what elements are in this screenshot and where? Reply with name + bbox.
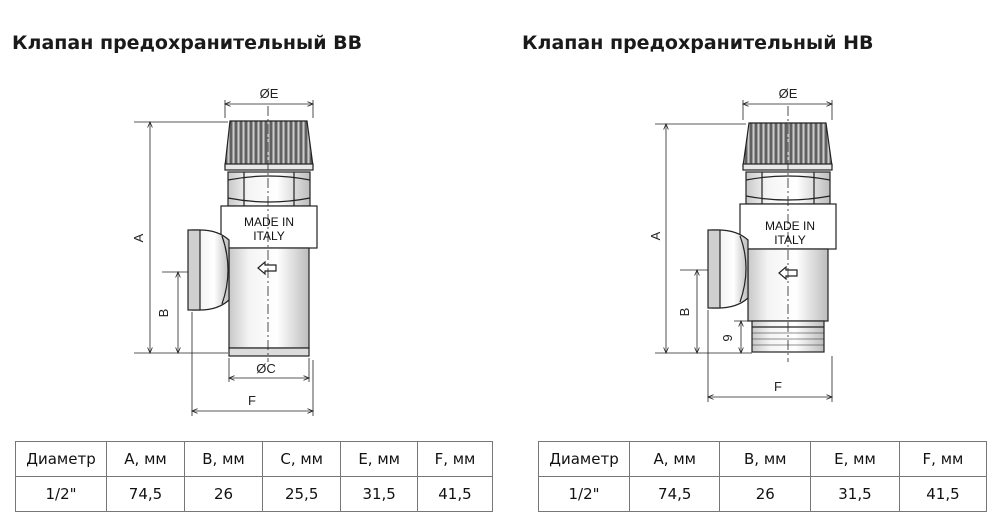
plate-line2-right: ITALY — [774, 233, 806, 247]
table-cell: 31,5 — [810, 476, 900, 512]
table-row: 1/2" 74,5 26 25,5 31,5 41,5 — [15, 476, 494, 512]
dim-b-left: B — [156, 309, 171, 318]
title-right: Клапан предохранительный НВ — [522, 32, 874, 54]
table-header-cell: B, мм — [183, 441, 264, 477]
table-header-row: Диаметр A, мм B, мм C, мм E, мм F, мм — [15, 441, 494, 477]
dim-a-left: A — [131, 233, 146, 242]
dim-c-left: ØC — [256, 361, 276, 376]
table-header-cell: E, мм — [340, 441, 418, 477]
table-header-cell: F, мм — [416, 441, 494, 477]
table-header-cell: Диаметр — [538, 441, 630, 477]
table-cell: 74,5 — [628, 476, 721, 512]
dim-b-right: B — [677, 308, 692, 317]
table-header-cell: B, мм — [719, 441, 812, 477]
title-left: Клапан предохранительный ВВ — [12, 32, 363, 54]
table-row: 1/2" 74,5 26 31,5 41,5 — [538, 476, 988, 512]
dim-e-right: ØE — [779, 86, 798, 101]
hex-nut-left — [227, 171, 311, 207]
table-cell: 74,5 — [106, 476, 185, 512]
table-header-row: Диаметр A, мм B, мм E, мм F, мм — [538, 441, 988, 477]
knob-left — [224, 120, 314, 167]
dim-f-left: F — [248, 393, 256, 408]
table-header-cell: Диаметр — [15, 441, 107, 477]
table-cell: 41,5 — [416, 476, 494, 512]
body-left — [228, 247, 310, 349]
table-cell: 41,5 — [898, 476, 988, 512]
plate-line1-left: MADE IN — [244, 215, 294, 229]
knob-right — [742, 122, 833, 167]
plate-line1-right: MADE IN — [765, 219, 815, 233]
table-cell: 1/2" — [538, 476, 630, 512]
dim-a-right: A — [648, 231, 663, 240]
flow-arrow-icon-left — [257, 260, 277, 276]
table-cell: 1/2" — [15, 476, 107, 512]
table-header-cell: F, мм — [898, 441, 988, 477]
table-cell: 26 — [183, 476, 264, 512]
table-cell: 25,5 — [261, 476, 342, 512]
table-header-cell: C, мм — [261, 441, 342, 477]
table-cell: 26 — [719, 476, 812, 512]
dimensions-right — [655, 100, 832, 402]
dim-e-left: ØE — [260, 86, 279, 101]
valve-right — [707, 106, 837, 362]
plate-line2-left: ITALY — [253, 229, 285, 243]
valve-left — [187, 106, 318, 362]
dim-f-right: F — [774, 379, 782, 394]
table-cell: 31,5 — [340, 476, 418, 512]
spec-table-right: Диаметр A, мм B, мм E, мм F, мм 1/2" 74,… — [538, 441, 988, 512]
table-header-cell: A, мм — [628, 441, 721, 477]
table-header-cell: E, мм — [810, 441, 900, 477]
table-header-cell: A, мм — [106, 441, 185, 477]
spec-table-left: Диаметр A, мм B, мм C, мм E, мм F, мм 1/… — [15, 441, 494, 512]
dim-9-right: 9 — [720, 334, 735, 341]
dimensions-left — [134, 100, 313, 416]
